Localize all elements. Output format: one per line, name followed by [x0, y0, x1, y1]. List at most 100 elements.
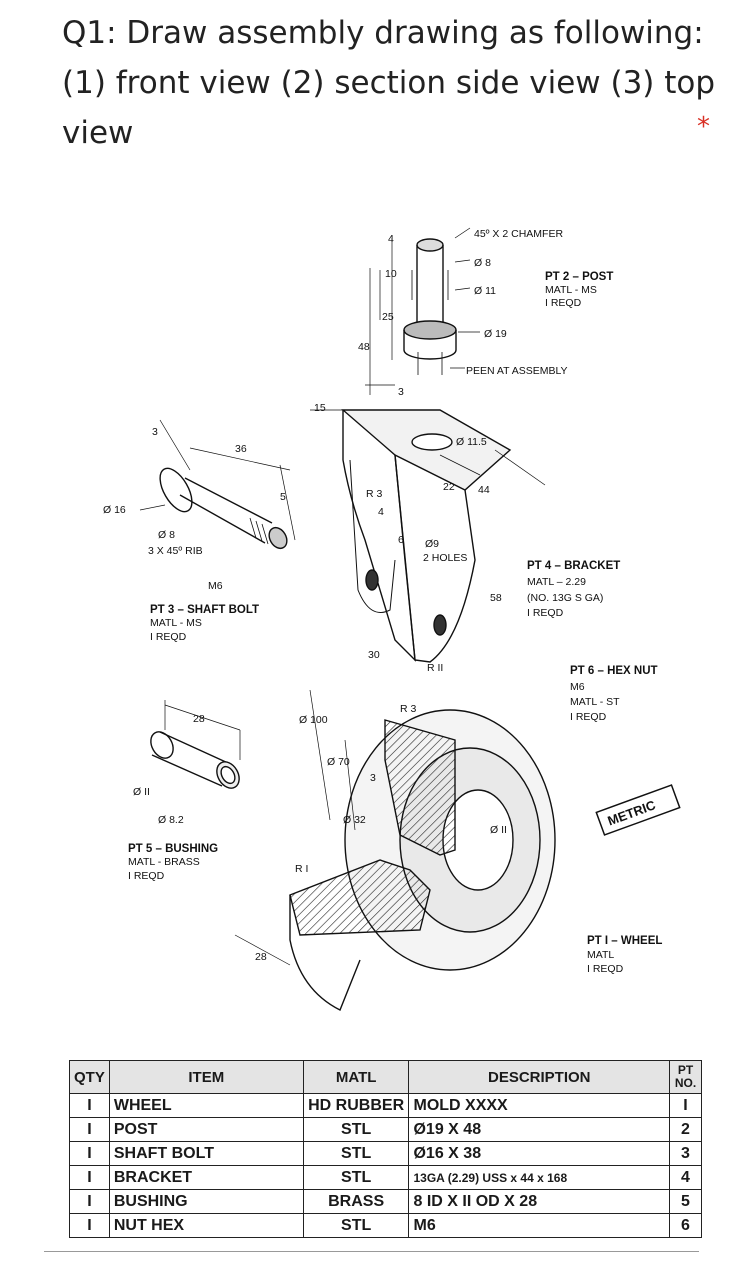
bracket-matl: MATL – 2.29: [527, 576, 586, 588]
bushing-part-label: PT 5 – BUSHING: [128, 843, 218, 855]
post-d11-label: Ø 11: [474, 285, 496, 297]
wheel-reqd: I REQD: [587, 963, 624, 975]
post-d19-label: Ø 19: [484, 328, 507, 340]
bill-of-materials: QTY ITEM MATL DESCRIPTION PT NO. I WHEEL…: [69, 1060, 702, 1238]
metric-label: METRIC: [606, 797, 659, 828]
wheel-r1: R I: [295, 863, 308, 875]
bushing-dim-28: 28: [193, 713, 205, 725]
cell-qty: I: [69, 1189, 110, 1214]
cell-matl: HD RUBBER: [302, 1093, 410, 1118]
post-reqd: I REQD: [545, 297, 582, 309]
post-dim-4: 4: [388, 233, 394, 245]
cell-description: Ø16 X 38: [408, 1141, 670, 1166]
cell-item: BUSHING: [108, 1189, 304, 1214]
wheel-d32: Ø 32: [343, 814, 366, 826]
header-description: DESCRIPTION: [408, 1060, 670, 1094]
cell-qty: I: [69, 1165, 110, 1190]
cell-ptno: 2: [669, 1117, 702, 1142]
bracket-d9: Ø9: [425, 538, 439, 550]
wheel-r3: R 3: [400, 703, 417, 715]
cell-item: NUT HEX: [108, 1213, 304, 1238]
bolt-reqd: I REQD: [150, 631, 187, 643]
post-dim-3: 3: [398, 386, 404, 398]
cell-item: WHEEL: [108, 1093, 304, 1118]
wheel-d70: Ø 70: [327, 756, 350, 768]
bracket-part-label: PT 4 – BRACKET: [527, 560, 620, 572]
bolt-dim-36: 36: [235, 443, 247, 455]
post-d8-label: Ø 8: [474, 257, 491, 269]
metric-stamp: METRIC: [595, 784, 681, 836]
table-row: I NUT HEX STL M6 6: [69, 1213, 702, 1238]
bushing-reqd: I REQD: [128, 870, 165, 882]
bom-header-row: QTY ITEM MATL DESCRIPTION PT NO.: [69, 1060, 702, 1094]
wheel-matl: MATL: [587, 949, 614, 961]
bolt-rib: 3 X 45º RIB: [148, 545, 203, 557]
cell-item: BRACKET: [108, 1165, 304, 1190]
cell-ptno: 4: [669, 1165, 702, 1190]
cell-ptno: 5: [669, 1189, 702, 1214]
table-row: I BUSHING BRASS 8 ID X II OD X 28 5: [69, 1189, 702, 1214]
table-row: I SHAFT BOLT STL Ø16 X 38 3: [69, 1141, 702, 1166]
nut-reqd: I REQD: [570, 711, 607, 723]
bolt-m6: M6: [208, 580, 223, 592]
nut-part-label: PT 6 – HEX NUT: [570, 665, 658, 677]
bracket-dim-6: 6: [398, 534, 404, 546]
bracket-dim-15: 15: [314, 402, 326, 414]
post-chamfer-label: 45º X 2 CHAMFER: [474, 228, 563, 240]
nut-size: M6: [570, 681, 585, 693]
wheel-d100: Ø 100: [299, 714, 328, 726]
cell-matl: STL: [302, 1141, 410, 1166]
bracket-dim-30: 30: [368, 649, 380, 661]
cell-description: Ø19 X 48: [408, 1117, 670, 1142]
post-dim-10: 10: [385, 268, 397, 280]
bolt-dim-5: 5: [280, 491, 286, 503]
question-text: Q1: Draw assembly drawing as following: …: [62, 15, 716, 151]
divider: [44, 1251, 699, 1252]
bracket-r3: R 3: [366, 488, 383, 500]
cell-qty: I: [69, 1141, 110, 1166]
cell-description: 8 ID X II OD X 28: [408, 1189, 670, 1214]
wheel-d11: Ø II: [490, 824, 507, 836]
bushing-d11: Ø II: [133, 786, 150, 798]
cell-matl: BRASS: [302, 1189, 410, 1214]
nut-matl: MATL - ST: [570, 696, 620, 708]
cell-qty: I: [69, 1117, 110, 1142]
bolt-dim-3: 3: [152, 426, 158, 438]
assembly-drawing: 4 45º X 2 CHAMFER Ø 8 10 Ø 11 25 Ø 19 48…: [103, 227, 681, 1011]
cell-description: MOLD XXXX: [408, 1093, 670, 1118]
cell-description: 13GA (2.29) USS x 44 x 168: [408, 1165, 670, 1190]
bracket-dim-22: 22: [443, 481, 455, 493]
cell-matl: STL: [302, 1117, 410, 1142]
bracket-holes: 2 HOLES: [423, 552, 467, 564]
cell-matl: STL: [302, 1213, 410, 1238]
bolt-d16: Ø 16: [103, 504, 126, 516]
cell-ptno: 6: [669, 1213, 702, 1238]
required-asterisk: *: [697, 112, 710, 142]
table-row: I BRACKET STL 13GA (2.29) USS x 44 x 168…: [69, 1165, 702, 1190]
post-dim-48: 48: [358, 341, 370, 353]
wheel-part-label: PT I – WHEEL: [587, 935, 662, 947]
bracket-dim-44: 44: [478, 484, 490, 496]
cell-item: SHAFT BOLT: [108, 1141, 304, 1166]
cell-item: POST: [108, 1117, 304, 1142]
cell-matl: STL: [302, 1165, 410, 1190]
wheel-part: [234, 689, 556, 1011]
cell-ptno: I: [669, 1093, 702, 1118]
bracket-d115: Ø 11.5: [456, 436, 487, 448]
bolt-d8: Ø 8: [158, 529, 175, 541]
wheel-dim-3: 3: [370, 772, 376, 784]
cell-qty: I: [69, 1093, 110, 1118]
bracket-reqd: I REQD: [527, 607, 564, 619]
wheel-dim-28: 28: [255, 951, 267, 963]
bracket-dim-58: 58: [490, 592, 502, 604]
header-qty: QTY: [69, 1060, 110, 1094]
header-ptno: PT NO.: [669, 1060, 702, 1094]
bracket-part: [310, 409, 546, 663]
post-part-label: PT 2 – POST: [545, 271, 613, 283]
cell-ptno: 3: [669, 1141, 702, 1166]
post-peen-label: PEEN AT ASSEMBLY: [466, 365, 568, 377]
cell-description: M6: [408, 1213, 670, 1238]
post-matl: MATL - MS: [545, 284, 597, 296]
header-item: ITEM: [108, 1060, 304, 1094]
shaft-bolt-part: [139, 419, 296, 550]
